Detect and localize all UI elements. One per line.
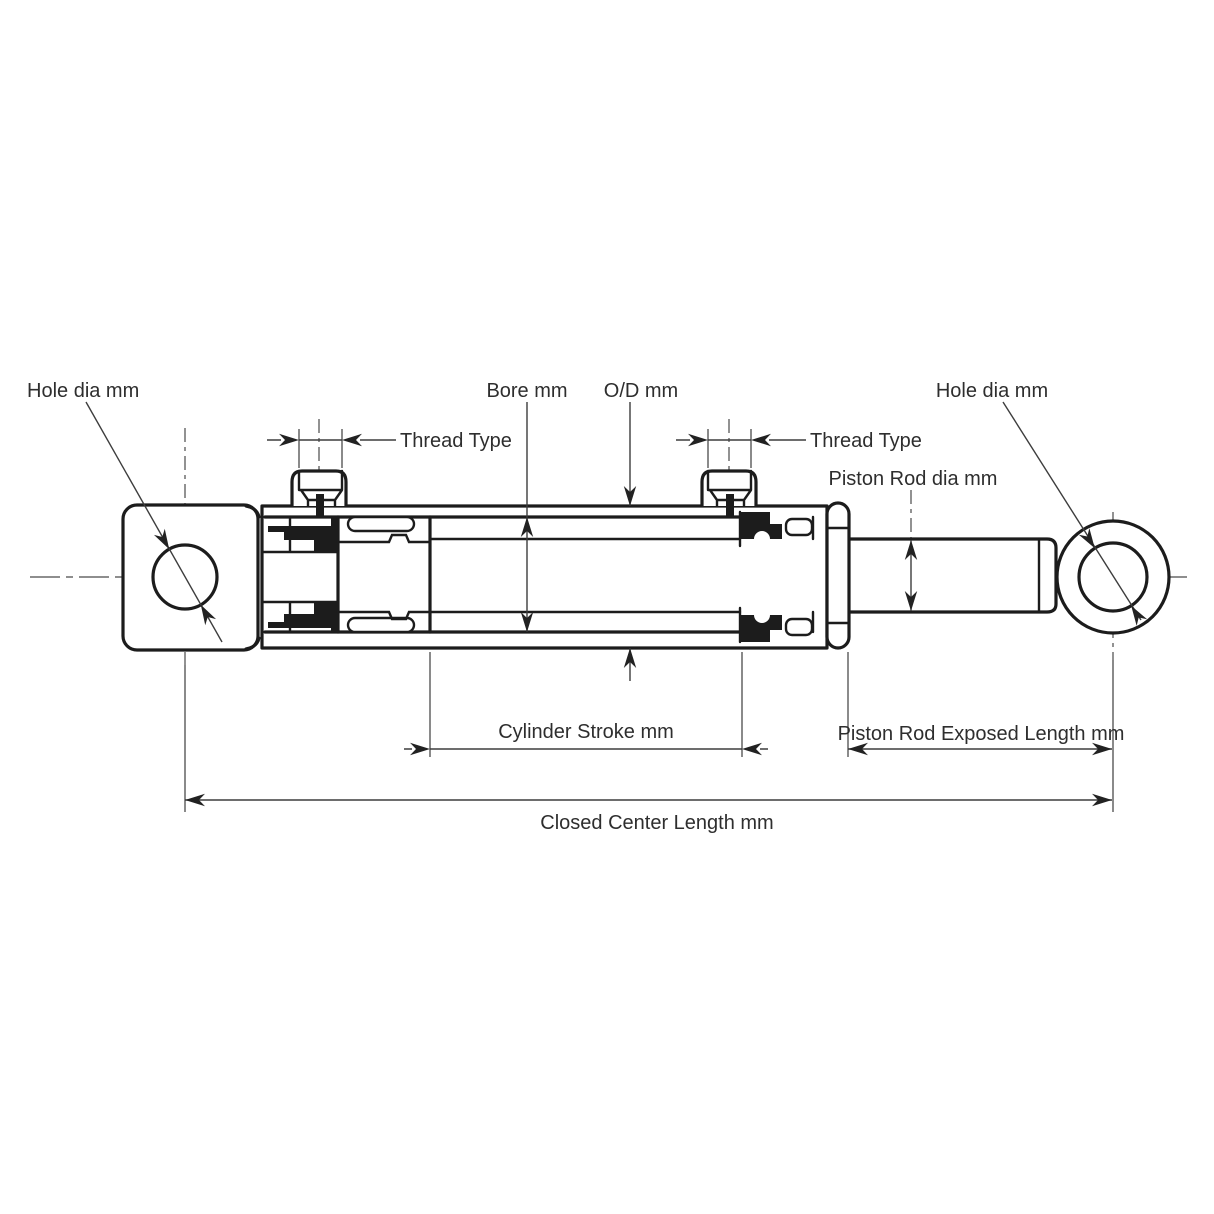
rod-seal-bottom: [784, 617, 814, 637]
closed-center-length-label: Closed Center Length mm: [540, 812, 773, 834]
rod-seal-top: [784, 517, 814, 537]
thread-type-right-label: Thread Type: [810, 430, 922, 452]
thread-type-left-label: Thread Type: [400, 430, 512, 452]
hole-dia-right-label: Hole dia mm: [936, 380, 1048, 402]
piston-seal-bottom: [346, 616, 416, 634]
rod-exposed-length-label: Piston Rod Exposed Length mm: [838, 723, 1125, 745]
gland-seals: [738, 510, 815, 644]
cap-end-clevis: [121, 503, 261, 652]
od-label: O/D mm: [604, 380, 678, 402]
dimension-hole-dia-left: Hole dia mm: [27, 380, 223, 643]
gland-collar: [825, 501, 851, 650]
dimension-closed-center-length: Closed Center Length mm: [185, 793, 1112, 834]
hole-dia-left-label: Hole dia mm: [27, 380, 139, 402]
dimension-cylinder-stroke: Cylinder Stroke mm: [404, 652, 768, 757]
bore-walls: [263, 515, 742, 634]
cylinder-stroke-label: Cylinder Stroke mm: [498, 721, 674, 743]
dimension-rod-exposed-length: Piston Rod Exposed Length mm: [838, 652, 1125, 757]
dimension-piston-rod-dia: Piston Rod dia mm: [829, 468, 998, 611]
port-passage-right: [726, 494, 734, 518]
dimension-bore: Bore mm: [486, 380, 568, 632]
piston-rod-dia-label: Piston Rod dia mm: [829, 468, 998, 490]
port-boss-left: [290, 469, 348, 508]
dimension-hole-dia-right: Hole dia mm: [936, 380, 1148, 626]
dimension-thread-type-right: Thread Type: [676, 429, 922, 468]
dimension-thread-type-left: Thread Type: [267, 429, 512, 468]
bore-label: Bore mm: [486, 380, 567, 402]
port-passage-left: [316, 494, 324, 518]
dimension-od: O/D mm: [604, 380, 678, 681]
cap-internals: [260, 515, 340, 634]
piston-seal-top: [346, 515, 416, 533]
piston: [336, 515, 432, 634]
